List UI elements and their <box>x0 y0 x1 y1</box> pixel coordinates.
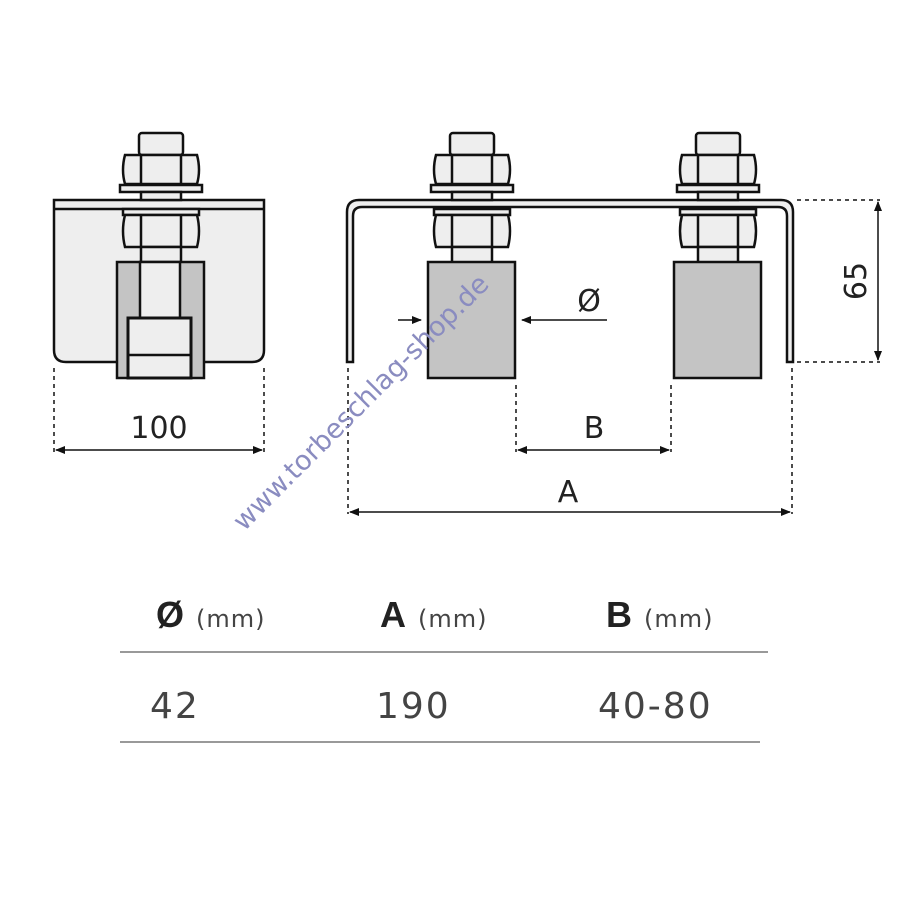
width-label: 100 <box>130 411 187 446</box>
header-symbol: A <box>380 594 406 635</box>
roller-inner <box>126 316 193 380</box>
header-symbol: Ø <box>156 594 184 635</box>
bolt-assembly-left <box>429 131 515 265</box>
spec-table: Ø (mm) A (mm) B (mm) 42 190 40-80 <box>120 594 768 743</box>
front-view: Ø B A 65 <box>345 131 882 516</box>
table-header-diameter: Ø (mm) <box>156 594 265 635</box>
header-symbol: B <box>606 594 632 635</box>
table-row: 42 190 40-80 <box>150 686 713 727</box>
side-view: 100 <box>52 131 266 454</box>
bolt-assembly <box>118 131 204 265</box>
cell-b: 40-80 <box>598 686 713 727</box>
cell-diameter: 42 <box>150 686 200 727</box>
u-bracket <box>345 198 795 364</box>
table-header-b: B (mm) <box>606 594 713 635</box>
header-unit: (mm) <box>418 605 487 633</box>
height-label: 65 <box>839 262 874 300</box>
diameter-label: Ø <box>577 284 601 319</box>
watermark: www.torbeschlag-shop.de <box>227 269 495 537</box>
header-unit: (mm) <box>196 605 265 633</box>
roller-right <box>672 260 763 380</box>
bolt-assembly-right <box>675 131 761 265</box>
roller-left <box>426 260 517 380</box>
table-header-a: A (mm) <box>380 594 487 635</box>
overall-label: A <box>558 475 579 510</box>
header-unit: (mm) <box>644 605 713 633</box>
cell-a: 190 <box>376 686 451 727</box>
spacing-label: B <box>584 411 605 446</box>
